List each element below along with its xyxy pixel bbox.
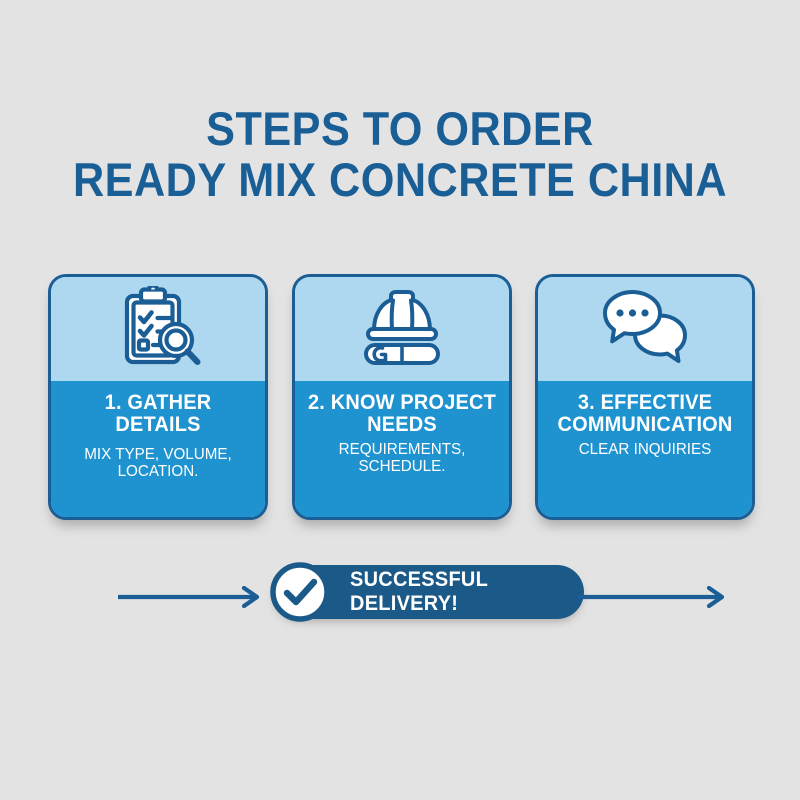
step-card-1-heading: 1. GATHER DETAILS xyxy=(104,391,212,437)
step-card-1: 1. GATHER DETAILS MIX TYPE, VOLUME, LOCA… xyxy=(48,274,268,520)
step-card-2-icon-area xyxy=(294,277,509,381)
step-card-2-heading: 2. KNOW PROJECT NEEDS xyxy=(307,391,496,437)
step-card-1-body: 1. GATHER DETAILS MIX TYPE, VOLUME, LOCA… xyxy=(51,381,265,517)
step-card-3-icon-area xyxy=(538,277,752,381)
step-card-2-subtitle: REQUIREMENTS, SCHEDULE. xyxy=(338,440,465,476)
outcome-row: SUCCESSFUL DELIVERY! xyxy=(0,562,800,627)
steps-row: 1. GATHER DETAILS MIX TYPE, VOLUME, LOCA… xyxy=(48,274,755,520)
step-card-2-body: 2. KNOW PROJECT NEEDS REQUIREMENTS, SCHE… xyxy=(294,381,509,517)
page-title-line-1: STEPS TO ORDER xyxy=(206,102,594,155)
arrow-right-icon-right xyxy=(575,585,728,613)
step-card-1-subtitle: MIX TYPE, VOLUME, LOCATION. xyxy=(84,445,232,481)
step-card-1-icon-area xyxy=(51,277,265,381)
hardhat-blueprint-icon xyxy=(352,288,452,371)
speech-bubbles-icon xyxy=(597,289,693,369)
check-circle-icon xyxy=(270,562,330,622)
page-title: STEPS TO ORDER READY MIX CONCRETE CHINA xyxy=(0,102,800,206)
arrow-right-icon-left xyxy=(115,585,263,613)
successful-delivery-label: SUCCESSFUL DELIVERY! xyxy=(350,568,488,615)
step-card-3-body: 3. EFFECTIVE COMMUNICATION CLEAR INQUIRI… xyxy=(538,381,752,517)
step-card-2: 2. KNOW PROJECT NEEDS REQUIREMENTS, SCHE… xyxy=(291,274,512,520)
step-card-3-subtitle: CLEAR INQUIRIES xyxy=(578,440,712,458)
clipboard-checklist-magnifier-icon xyxy=(114,282,202,373)
page-title-line-2: READY MIX CONCRETE CHINA xyxy=(72,152,728,206)
step-card-3: 3. EFFECTIVE COMMUNICATION CLEAR INQUIRI… xyxy=(535,274,755,520)
step-card-3-heading: 3. EFFECTIVE COMMUNICATION xyxy=(557,391,733,437)
